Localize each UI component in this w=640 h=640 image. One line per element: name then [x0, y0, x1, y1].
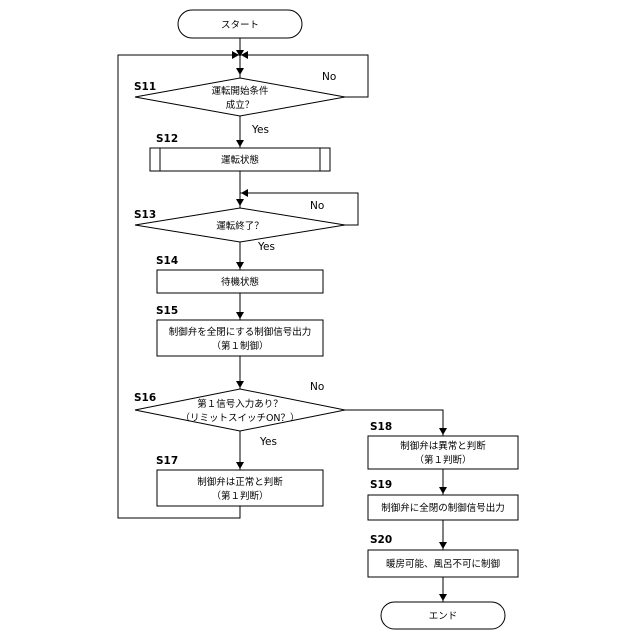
start-label: スタート — [221, 20, 259, 31]
arrowhead-icon — [236, 140, 244, 147]
process-s12: 運転状態 — [150, 148, 330, 171]
s13-step-id: S13 — [134, 209, 156, 221]
s19-step-id: S19 — [370, 479, 392, 491]
decision-s16: 第１信号入力あり？ （リミットスイッチON？） — [135, 389, 345, 431]
s14-step-id: S14 — [156, 255, 178, 267]
connector-s16-s18 — [345, 410, 443, 436]
arrowhead-icon — [236, 262, 244, 269]
s16-yes-label: Yes — [259, 436, 277, 448]
s12-text: 運転状態 — [221, 154, 259, 166]
arrowhead-icon — [236, 199, 244, 206]
s11-text-line1: 運転開始条件 — [211, 85, 269, 97]
decision-s11: 運転開始条件 成立？ — [135, 78, 345, 116]
s20-step-id: S20 — [370, 534, 392, 546]
s18-text-line1: 制御弁は異常と判断 — [400, 440, 486, 452]
arrowhead-icon — [241, 189, 248, 197]
s13-yes-label: Yes — [257, 241, 275, 253]
s18-text-line2: （第１判断） — [414, 454, 471, 466]
s11-step-id: S11 — [134, 81, 156, 93]
end-terminal: エンド — [381, 602, 505, 629]
s11-text-line2: 成立？ — [226, 99, 255, 111]
process-s15: 制御弁を全閉にする制御信号出力 （第１制御） — [157, 320, 323, 356]
arrowhead-icon — [236, 381, 244, 388]
s16-text-line2: （リミットスイッチON？） — [180, 412, 299, 424]
arrowhead-icon — [236, 68, 244, 75]
s11-no-label: No — [322, 71, 336, 83]
s15-text-line1: 制御弁を全閉にする制御信号出力 — [169, 326, 312, 338]
s12-step-id: S12 — [156, 133, 178, 145]
s17-text-line1: 制御弁は正常と判断 — [197, 476, 283, 488]
arrowhead-icon — [236, 462, 244, 469]
s19-text: 制御弁に全閉の制御信号出力 — [381, 502, 505, 514]
s18-step-id: S18 — [370, 421, 392, 433]
s13-no-label: No — [310, 200, 324, 212]
s16-no-label: No — [310, 381, 324, 393]
arrowhead-icon — [236, 312, 244, 319]
s20-text: 暖房可能、風呂不可に制御 — [386, 558, 500, 570]
arrowhead-icon — [439, 428, 447, 435]
s13-text: 運転終了？ — [216, 220, 264, 232]
process-s14: 待機状態 — [157, 270, 323, 293]
process-s20: 暖房可能、風呂不可に制御 — [368, 550, 518, 577]
s17-text-line2: （第１判断） — [211, 490, 268, 502]
start-terminal: スタート — [178, 10, 302, 38]
process-s18: 制御弁は異常と判断 （第１判断） — [368, 436, 518, 469]
s15-step-id: S15 — [156, 305, 178, 317]
arrowhead-icon — [439, 542, 447, 549]
arrowhead-icon — [439, 594, 447, 601]
s16-text-line1: 第１信号入力あり？ — [197, 398, 283, 410]
decision-s13: 運転終了？ — [135, 208, 345, 242]
process-s19: 制御弁に全閉の制御信号出力 — [368, 495, 518, 520]
s11-yes-label: Yes — [251, 124, 269, 136]
s15-text-line2: （第１制御） — [211, 340, 268, 352]
s17-step-id: S17 — [156, 455, 178, 467]
s16-step-id: S16 — [134, 392, 156, 404]
arrowhead-icon — [439, 487, 447, 494]
s14-text: 待機状態 — [221, 276, 259, 288]
process-s17: 制御弁は正常と判断 （第１判断） — [157, 470, 323, 506]
end-label: エンド — [429, 611, 458, 622]
